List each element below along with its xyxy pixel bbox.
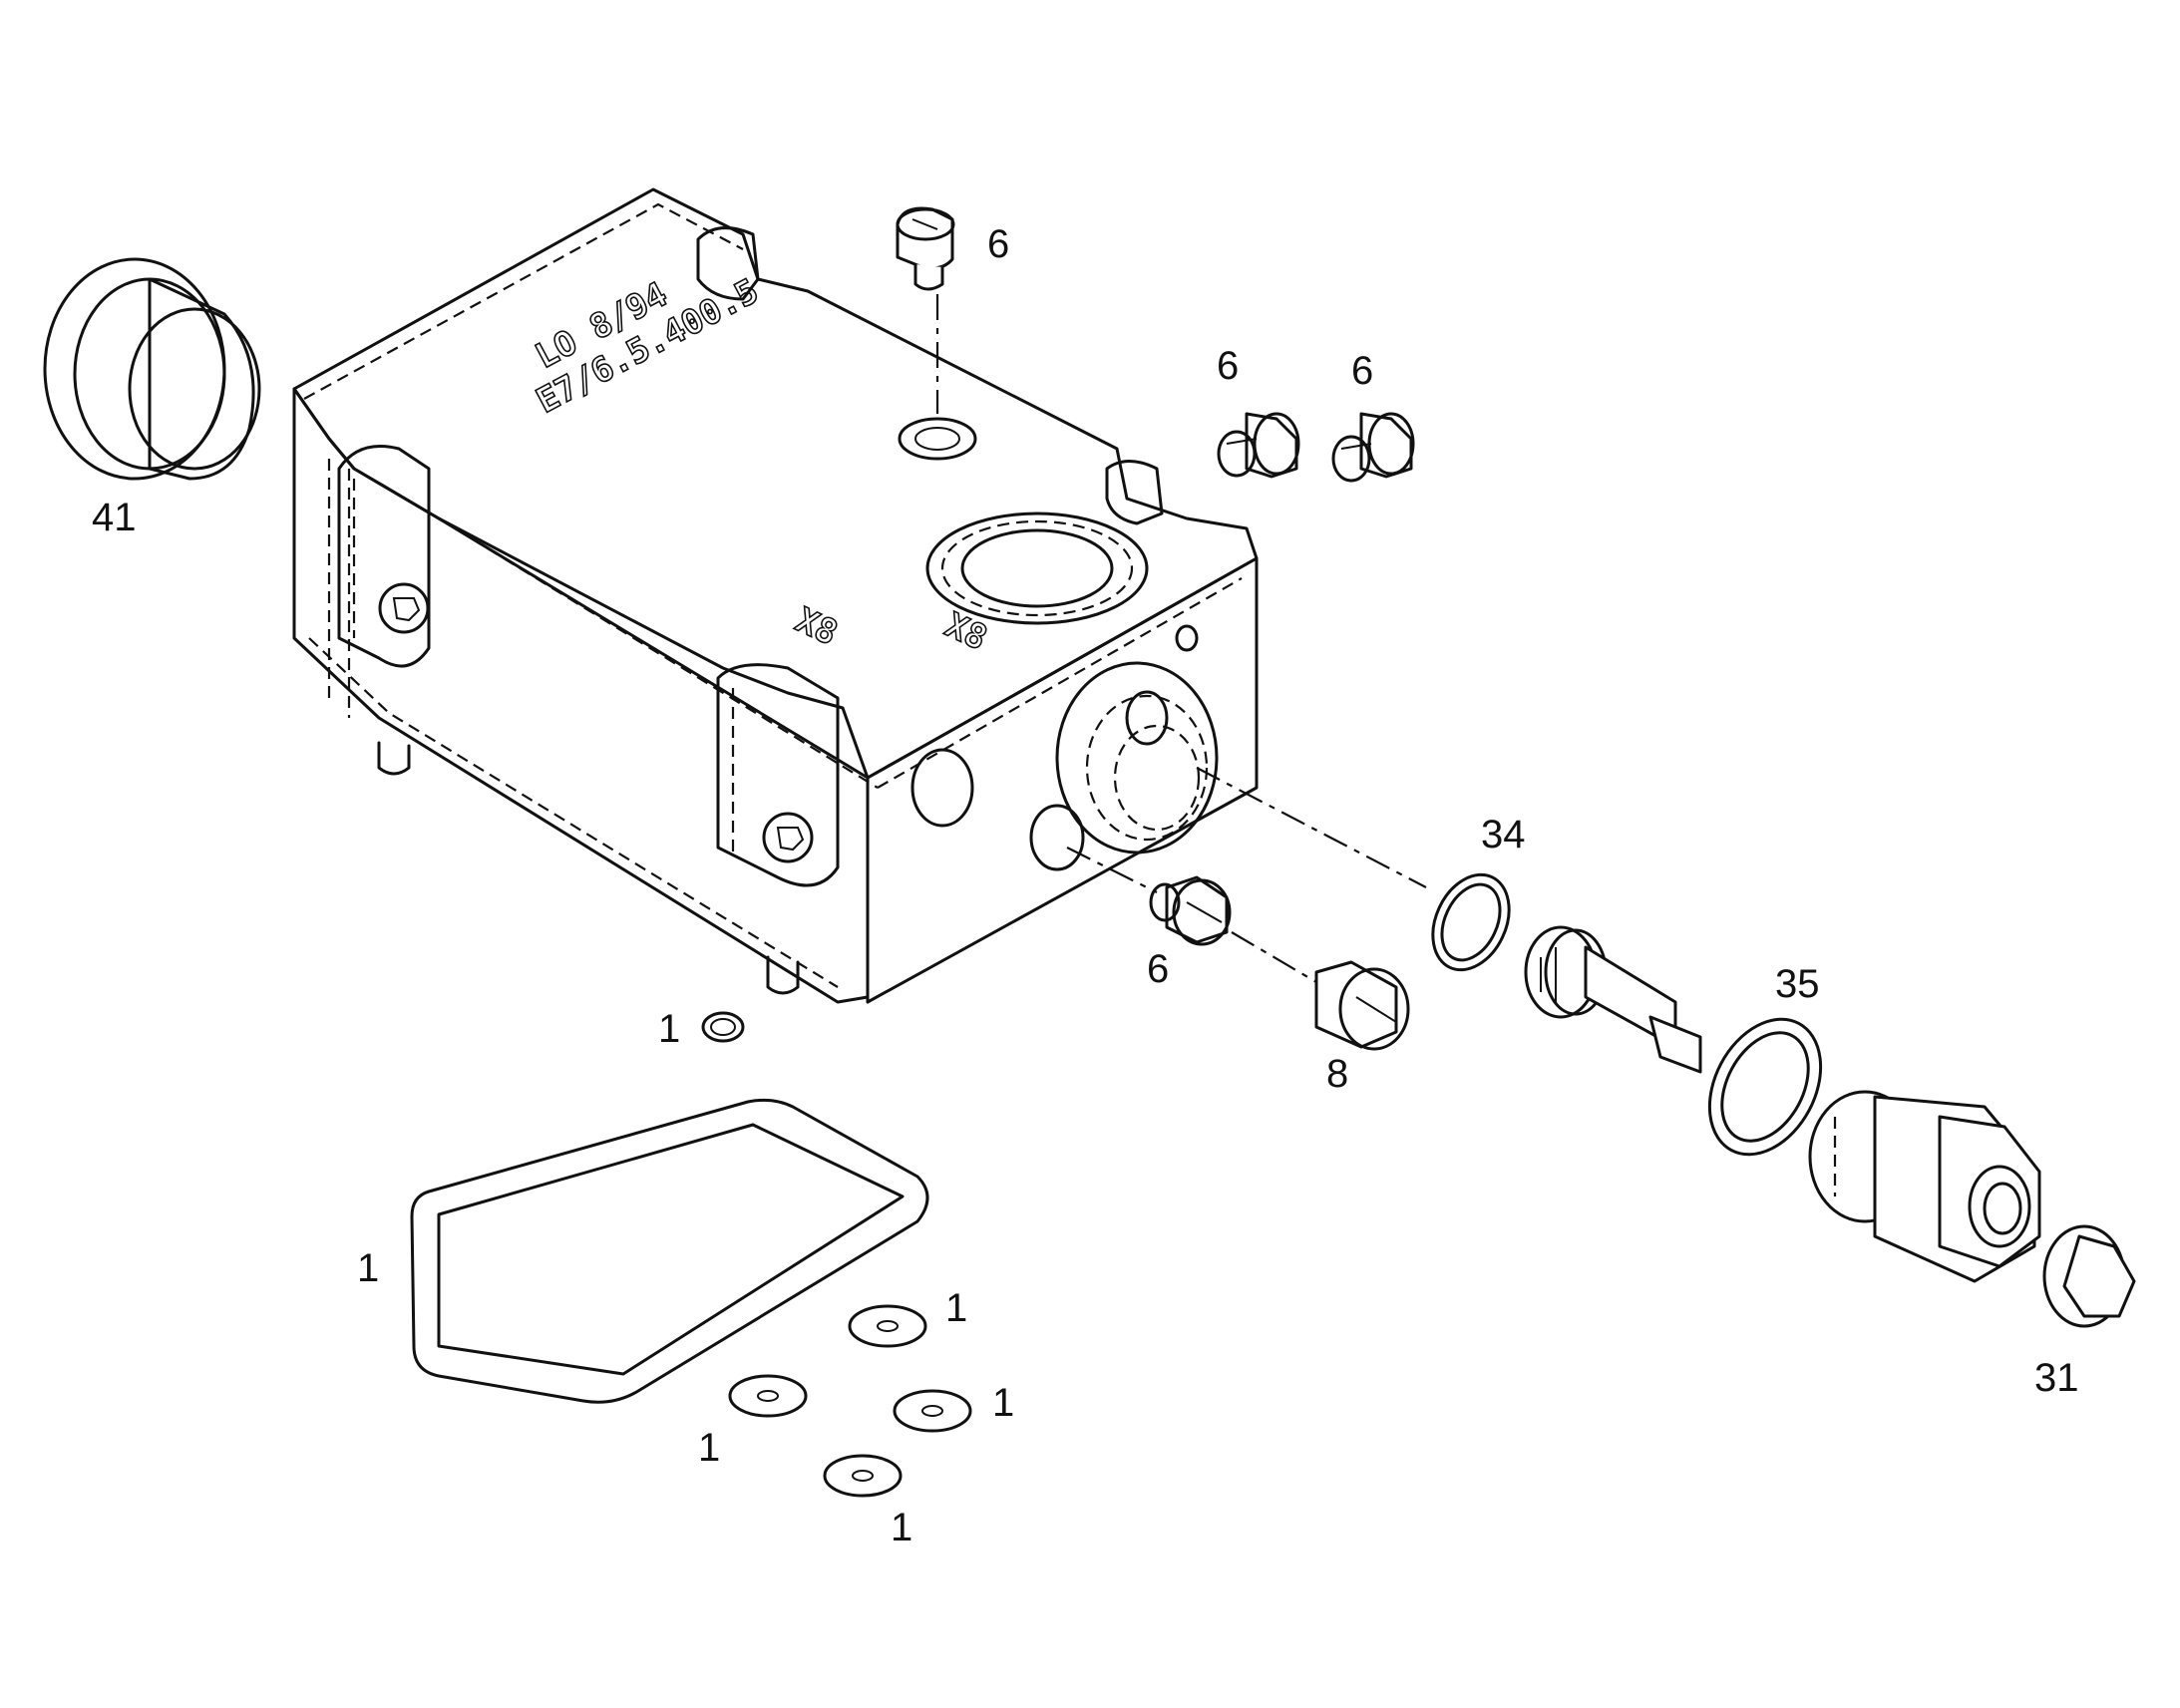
callout-1-oring: 1 <box>658 1007 680 1051</box>
callout-8: 8 <box>1326 1052 1348 1096</box>
callout-34: 34 <box>1481 813 1526 856</box>
callout-1-washer-a: 1 <box>945 1286 967 1330</box>
callout-6-lower: 6 <box>1147 947 1169 991</box>
part-1-oring-small <box>701 1011 745 1043</box>
part-6-plug-b <box>1331 412 1415 483</box>
callout-6-plug-b: 6 <box>1351 349 1373 393</box>
part-35-seal-ring <box>1707 1017 1823 1157</box>
part-34-seal-ring <box>1431 872 1511 972</box>
part-6-screw-lower <box>1149 875 1232 946</box>
port-mark-x8-right: X8 <box>939 605 993 659</box>
callout-31: 31 <box>2034 1356 2079 1400</box>
part-1-washer-d <box>823 1454 903 1498</box>
part-6-screw-top <box>896 206 955 414</box>
callout-41: 41 <box>92 496 137 539</box>
part-6-plug-a <box>1217 412 1300 479</box>
port-mark-x8-left: X8 <box>790 600 844 654</box>
part-1-gasket <box>410 1098 929 1404</box>
part-1-washer-b <box>728 1374 808 1418</box>
callout-1-gasket: 1 <box>357 1246 379 1290</box>
callout-6-top: 6 <box>987 222 1009 266</box>
housing-marking: LO 8/94 E7/6.5.400.5 <box>529 270 766 422</box>
part-1-washer-a <box>848 1304 927 1348</box>
callout-1-washer-d: 1 <box>891 1506 912 1549</box>
hex-adapter-fitting <box>1808 1090 2041 1283</box>
part-31-hex-plug <box>2042 1224 2136 1328</box>
callout-6-plug-a: 6 <box>1217 344 1239 388</box>
part-41-cap <box>43 257 261 481</box>
callout-35: 35 <box>1775 962 1820 1006</box>
callout-1-washer-c: 1 <box>992 1381 1014 1425</box>
valve-housing <box>292 187 1259 1004</box>
part-1-washer-c <box>893 1389 972 1433</box>
valve-cartridge <box>1524 925 1702 1074</box>
part-8-screw <box>1314 960 1410 1051</box>
callout-1-washer-b: 1 <box>698 1426 720 1470</box>
